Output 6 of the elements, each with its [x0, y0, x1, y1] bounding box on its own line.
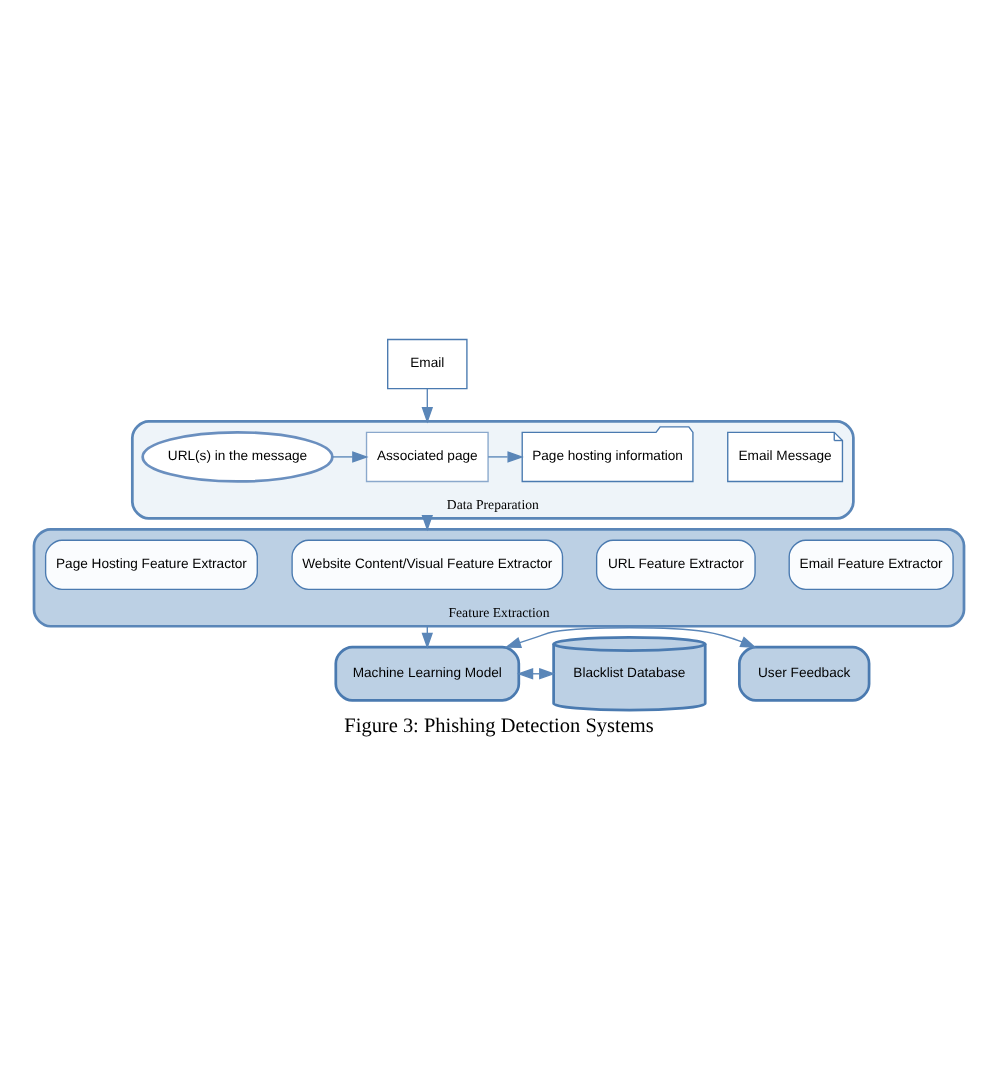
- caption: Figure 3: Phishing Detection Systems: [344, 716, 654, 739]
- arrow: [487, 451, 524, 463]
- arrow: [516, 668, 556, 680]
- arrow: [421, 388, 434, 424]
- arrow: [331, 451, 369, 463]
- arrow: [504, 627, 757, 648]
